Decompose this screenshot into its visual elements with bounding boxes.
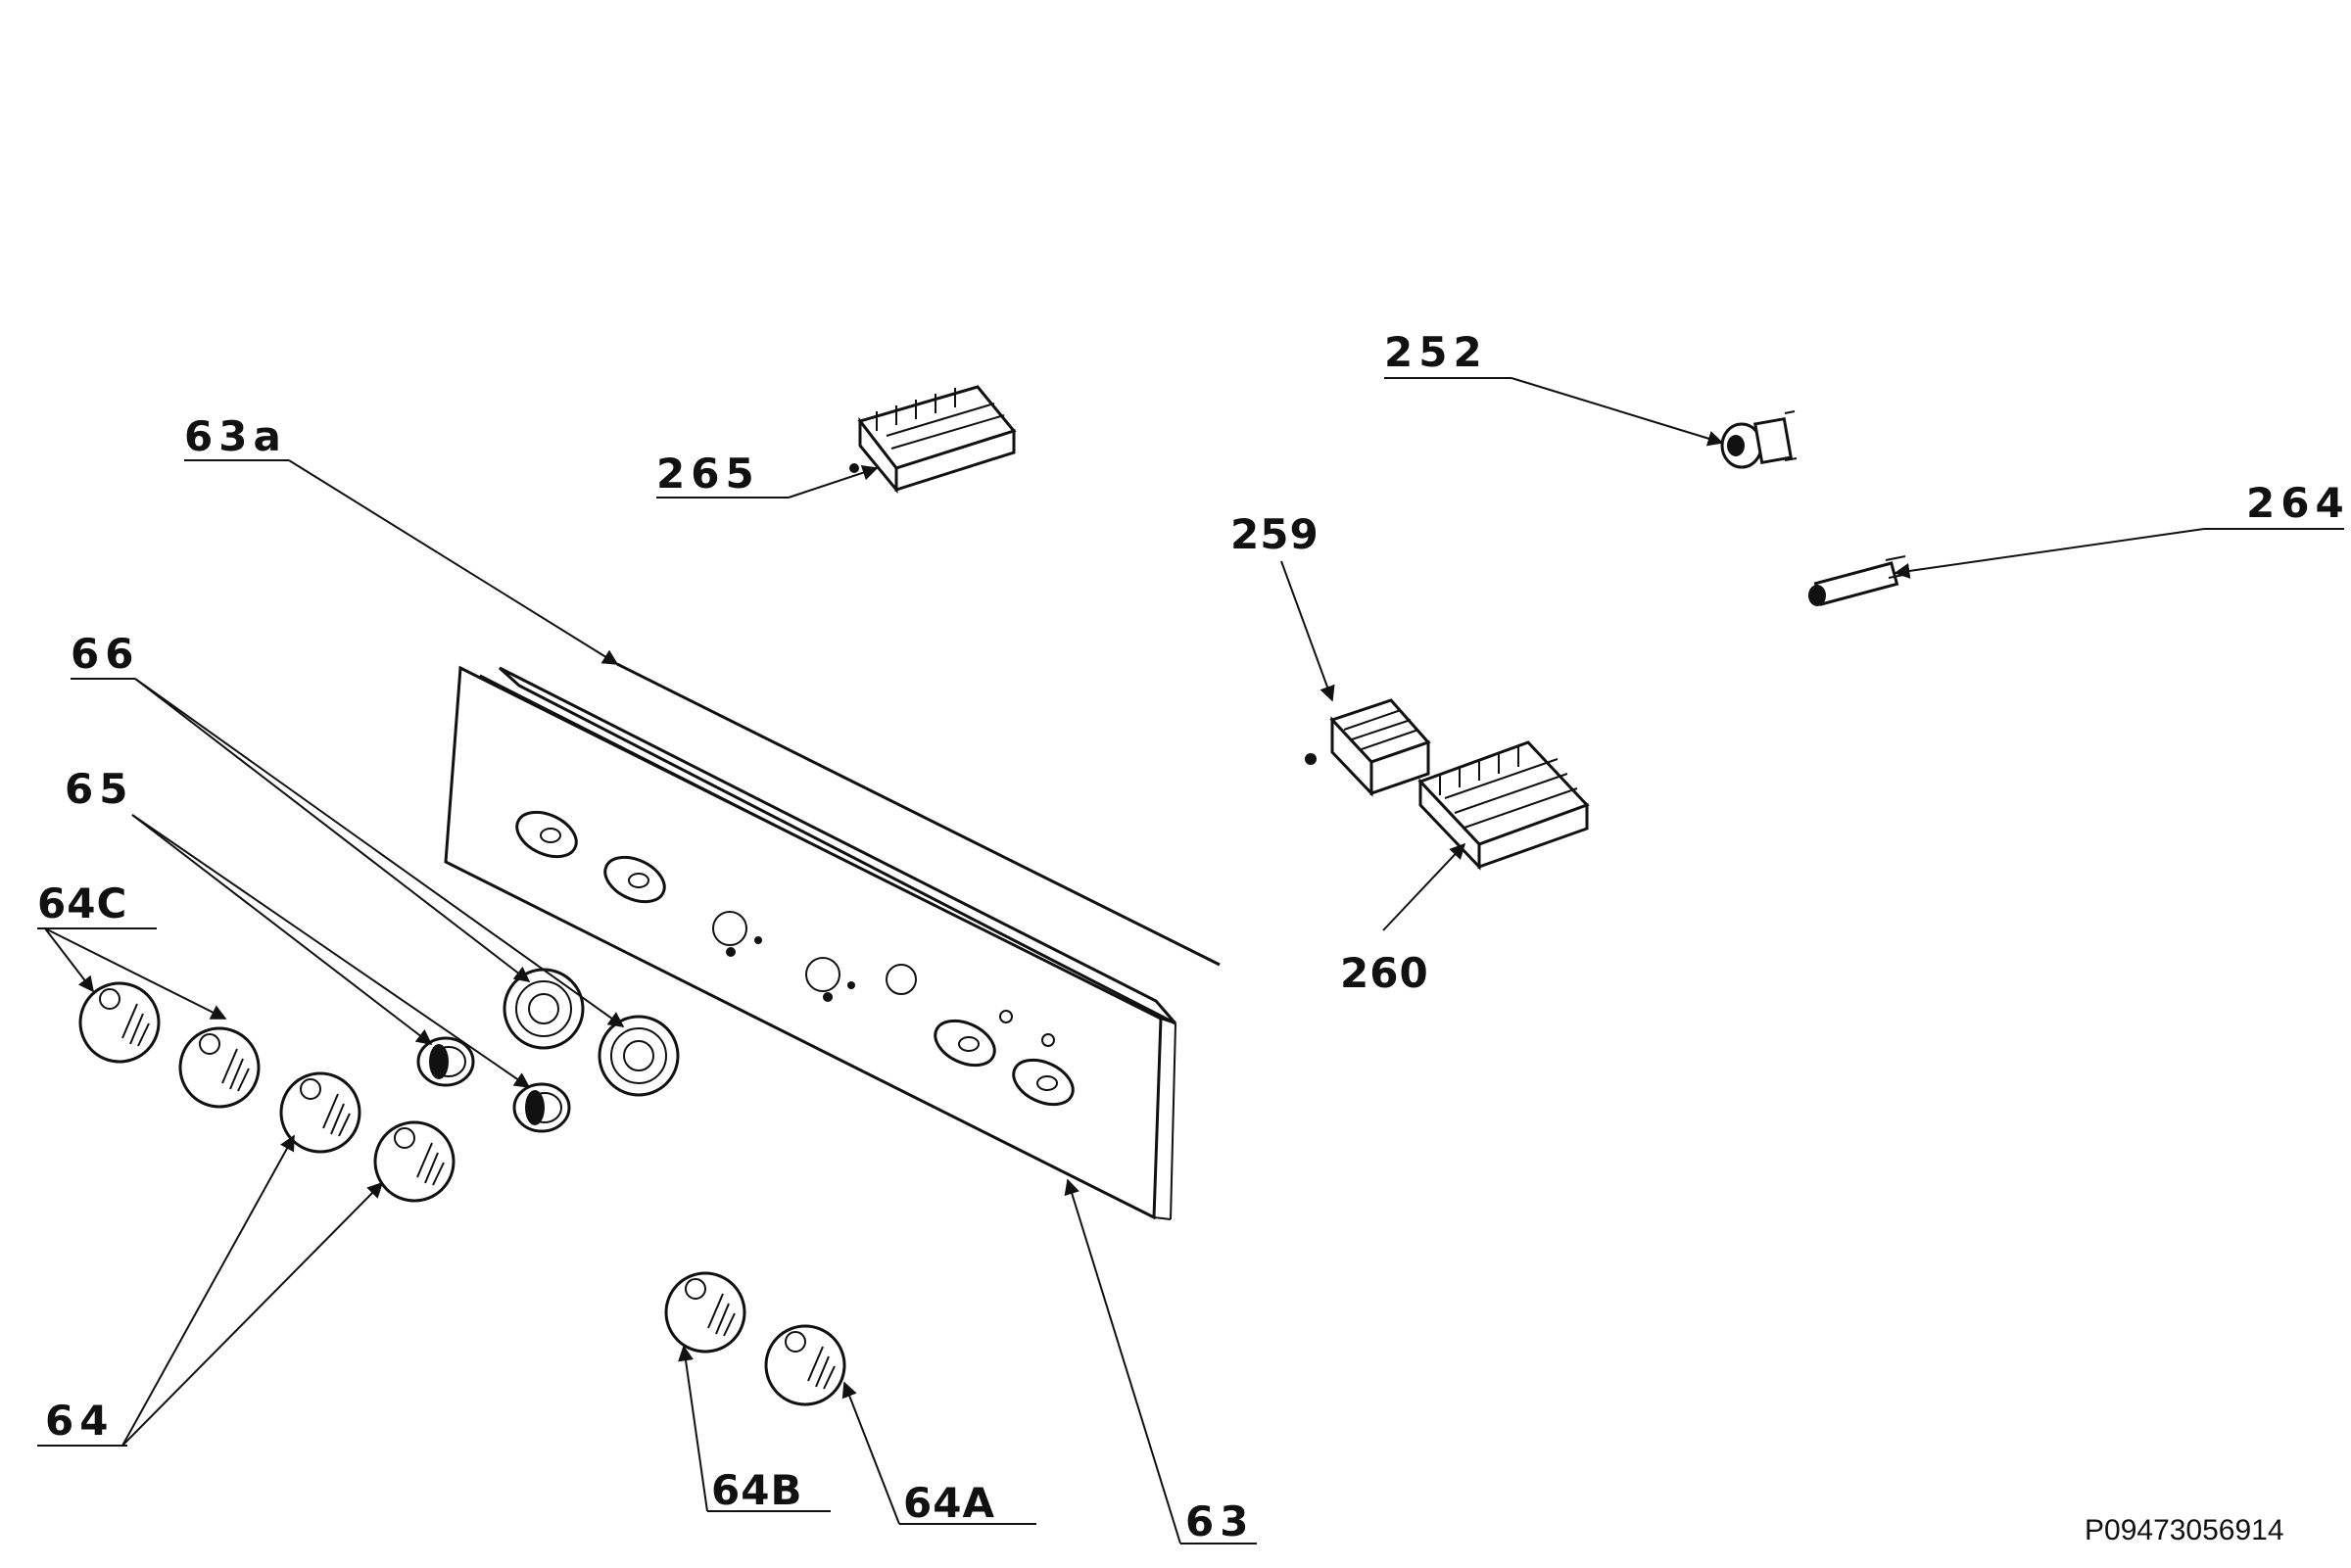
callout-64: 64 <box>45 1397 114 1445</box>
knob-64-1 <box>279 1071 361 1154</box>
panel-knob-hole <box>515 810 578 859</box>
panel-lamp-opening <box>886 964 917 995</box>
callout-252: 252 <box>1384 328 1488 376</box>
knob-64a <box>764 1324 846 1406</box>
callout-64b: 64B <box>711 1466 802 1514</box>
callout-66: 66 <box>71 630 139 678</box>
knob-spring-65-1 <box>416 1036 475 1087</box>
knob-64c-2 <box>178 1026 261 1109</box>
callout-64a: 64A <box>903 1479 995 1527</box>
panel-knob-hole <box>934 1019 996 1068</box>
knob-64c-1 <box>78 981 161 1064</box>
connector-264 <box>1808 555 1909 606</box>
selector-switch-260 <box>1417 740 1590 871</box>
diagram-reference-code: P09473056914 <box>2085 1514 2284 1546</box>
knob-bezel-66-2 <box>598 1015 680 1097</box>
callout-65: 65 <box>65 765 133 813</box>
knob-64-2 <box>373 1120 456 1203</box>
panel-switch-opening <box>805 957 855 1002</box>
callout-259: 259 <box>1230 510 1319 558</box>
knob-bezel-66-1 <box>503 968 585 1050</box>
control-panel-63 <box>444 665 1177 1220</box>
callout-264: 264 <box>2246 479 2350 527</box>
callout-63a: 63a <box>184 412 287 460</box>
panel-indicator-hole <box>1041 1033 1055 1047</box>
knob-spring-65-2 <box>512 1082 571 1133</box>
panel-switch-opening <box>712 911 762 957</box>
panel-indicator-hole <box>999 1010 1013 1023</box>
leader-lines <box>37 377 2344 1544</box>
panel-knob-hole <box>603 855 666 904</box>
knob-64b <box>664 1271 746 1354</box>
selector-switch-265 <box>849 385 1017 495</box>
callout-64c: 64C <box>37 879 127 927</box>
callout-63: 63 <box>1185 1497 1254 1545</box>
transformer-259 <box>1305 698 1431 797</box>
panel-knob-hole <box>1012 1058 1075 1107</box>
callout-260: 260 <box>1340 949 1429 997</box>
callout-265: 265 <box>656 450 760 498</box>
panel-trim-rod-63a <box>616 662 1221 967</box>
lamp-holder-252 <box>1720 410 1798 469</box>
